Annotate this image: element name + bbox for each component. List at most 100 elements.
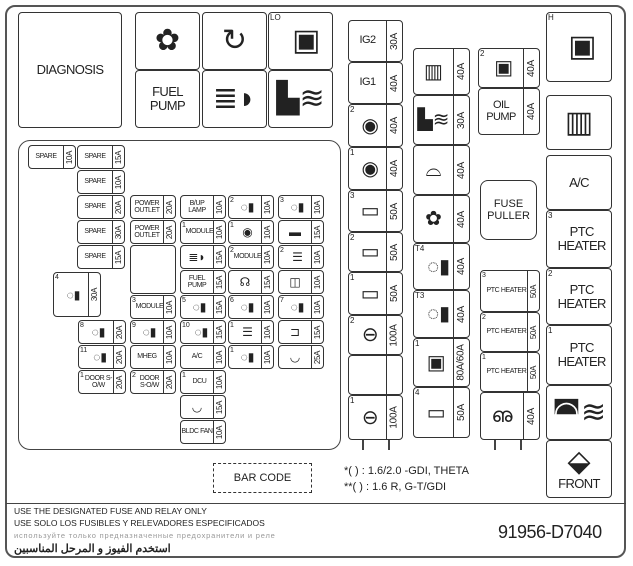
fuse-slot[interactable]: ☊15A bbox=[228, 270, 274, 294]
fuse-slot[interactable]: 2⊖100A bbox=[348, 315, 403, 355]
fuse-slot[interactable]: 8◌▮20A bbox=[78, 320, 126, 344]
fuse-slot[interactable]: 11◌▮20A bbox=[78, 345, 126, 369]
fuse-face: ഌ bbox=[481, 393, 523, 439]
fuse-slot[interactable]: LO▣ bbox=[268, 12, 333, 70]
fuse-slot[interactable]: 7◌▮10A bbox=[278, 295, 324, 319]
fuse-slot[interactable]: 1⊖100A bbox=[348, 395, 403, 440]
fuse-slot[interactable]: ✿40A bbox=[413, 195, 470, 243]
fuse-puller[interactable]: FUSE PULLER bbox=[480, 180, 537, 240]
fuse-puller-label: FUSE PULLER bbox=[487, 198, 530, 222]
amp-rating-text: 10A bbox=[165, 350, 174, 364]
fuse-slot[interactable]: A/C bbox=[546, 155, 612, 210]
fuse-slot[interactable]: ⌓40A bbox=[413, 145, 470, 195]
fuse-slot[interactable]: DIAGNOSIS bbox=[18, 12, 122, 128]
fuse-slot[interactable]: 4▭50A bbox=[413, 387, 470, 438]
fuse-slot[interactable] bbox=[348, 355, 403, 395]
fuse-slot[interactable]: ▙≋ bbox=[268, 70, 333, 128]
fuse-slot[interactable]: 10◌▮15A bbox=[180, 320, 226, 344]
fuse-face: 1⊖ bbox=[349, 396, 386, 439]
fuse-slot[interactable]: ▙≋30A bbox=[413, 95, 470, 145]
fuse-slot[interactable]: 1◉10A bbox=[228, 220, 274, 244]
fuse-slot[interactable]: 1◌▮10A bbox=[228, 345, 274, 369]
fuse-content: ≣◗ bbox=[203, 71, 266, 127]
fuse-slot[interactable]: 2◌▮10A bbox=[228, 195, 274, 219]
fuse-slot[interactable]: 6◌▮10A bbox=[228, 295, 274, 319]
fuse-slot[interactable]: 2▭50A bbox=[348, 232, 403, 272]
fuse-slot[interactable]: T4◌▮40A bbox=[413, 243, 470, 290]
fuse-slot[interactable]: ▥ bbox=[546, 95, 612, 150]
fuse-slot[interactable]: 2☰10A bbox=[278, 245, 324, 269]
fuse-content: ◉ bbox=[354, 148, 386, 189]
fuse-slot[interactable]: 3▭50A bbox=[348, 190, 403, 232]
position-number: T3 bbox=[415, 291, 425, 300]
fuse-slot[interactable]: ⊐15A bbox=[278, 320, 324, 344]
fuse-face: 1◌▮ bbox=[229, 346, 261, 368]
fuse-slot[interactable]: ◡25A bbox=[278, 345, 324, 369]
fuse-slot[interactable]: ↻ bbox=[202, 12, 267, 70]
abs-icon: ◉ bbox=[242, 225, 253, 239]
fuse-slot[interactable]: 5◌▮15A bbox=[180, 295, 226, 319]
fuse-face: ≣◗ bbox=[203, 71, 266, 127]
fuse-slot[interactable]: ◚≋ bbox=[546, 385, 612, 440]
amp-rating-text: 40A bbox=[389, 117, 400, 134]
fuse-slot[interactable]: H▣ bbox=[546, 12, 612, 82]
fuse-slot[interactable]: 3◌▮10A bbox=[278, 195, 324, 219]
fuse-slot[interactable]: T3◌▮40A bbox=[413, 290, 470, 338]
fuse-slot[interactable]: 2▣40A bbox=[478, 48, 540, 88]
fuse-face: SPARE bbox=[29, 146, 63, 168]
fuse-slot[interactable]: ⬙FRONT bbox=[546, 440, 612, 498]
fuse-slot[interactable]: ≣◗15A bbox=[180, 245, 226, 269]
fuse-slot[interactable]: 2◉40A bbox=[348, 104, 403, 147]
amp-rating-text: 20A bbox=[115, 325, 124, 339]
fuse-slot[interactable]: ≣◗ bbox=[202, 70, 267, 128]
fuse-slot[interactable]: FUEL PUMP bbox=[135, 70, 200, 128]
fuse-slot[interactable]: ▬15A bbox=[278, 220, 324, 244]
fuse-slot[interactable]: 1▭50A bbox=[348, 272, 403, 315]
airbag-icon: ☊ bbox=[239, 275, 251, 289]
fuse-slot[interactable]: 1◉40A bbox=[348, 147, 403, 190]
amp-rating-text: 15A bbox=[114, 250, 123, 264]
position-number: 3 bbox=[548, 211, 553, 220]
fuse-slot[interactable]: ✿ bbox=[135, 12, 200, 70]
fuse-slot[interactable]: 4◌▮30A bbox=[53, 272, 101, 317]
fuse-slot[interactable]: 1▣80A/60A bbox=[413, 338, 470, 387]
fuse-slot[interactable]: ◡15A bbox=[180, 395, 226, 419]
fuse-content: ✿ bbox=[414, 196, 453, 242]
fuse-slot[interactable]: ◫10A bbox=[278, 270, 324, 294]
fuse-slot[interactable]: 9◌▮10A bbox=[130, 320, 176, 344]
fuse-slot[interactable]: ▥40A bbox=[413, 48, 470, 95]
fuse-slot[interactable]: 1☰10A bbox=[228, 320, 274, 344]
